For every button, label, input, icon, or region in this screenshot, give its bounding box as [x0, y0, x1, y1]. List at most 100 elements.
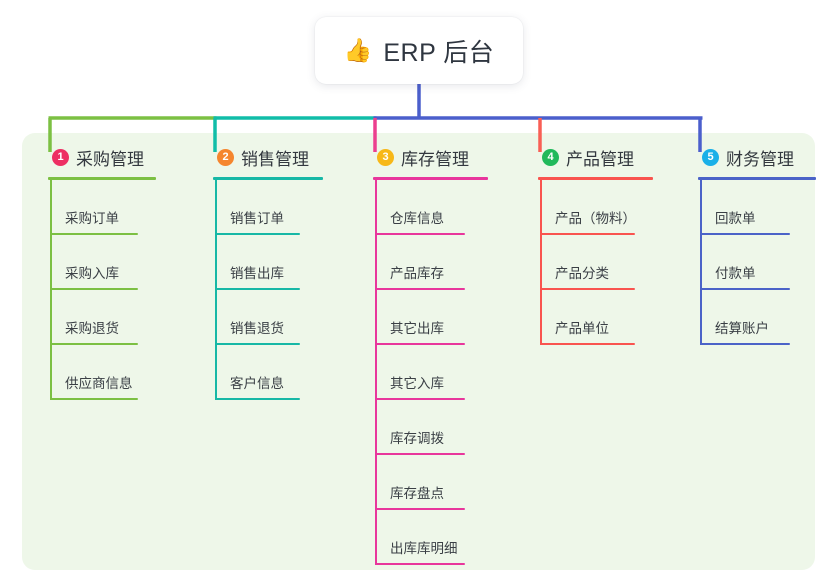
leaf-item-label: 客户信息	[230, 376, 284, 391]
root-node-card[interactable]: 👍 ERP 后台	[315, 17, 523, 84]
branch-header-rule	[48, 177, 156, 180]
branch-header-3[interactable]: 3 库存管理	[363, 145, 493, 169]
leaf-item-rule	[540, 288, 635, 290]
leaf-item-rule	[50, 288, 138, 290]
leaf-item-label: 库存调拨	[390, 431, 444, 446]
leaf-item-label: 销售退货	[230, 321, 284, 336]
leaf-item-label: 出库库明细	[390, 541, 458, 556]
branch-title: 销售管理	[241, 149, 309, 169]
branch-number-badge: 1	[52, 148, 69, 166]
leaf-item-label: 产品分类	[555, 266, 609, 281]
branch-trunk-line	[540, 180, 542, 345]
branch-item-list: 采购订单采购入库采购退货供应商信息	[38, 180, 168, 400]
branch-trunk-line	[700, 180, 702, 345]
branch-title: 库存管理	[401, 149, 469, 169]
branch-item-list: 回款单付款单结算账户	[688, 180, 818, 345]
branch-header-rule	[373, 177, 488, 180]
leaf-item-rule	[700, 343, 790, 345]
branch-header-4[interactable]: 4 产品管理	[528, 145, 663, 169]
leaf-item[interactable]: 产品单位	[528, 290, 663, 345]
leaf-item[interactable]: 付款单	[688, 235, 818, 290]
leaf-item-rule	[215, 343, 300, 345]
leaf-item-rule	[215, 288, 300, 290]
branch-trunk-line	[215, 180, 217, 400]
leaf-item-rule	[375, 453, 465, 455]
branch-item-list: 仓库信息产品库存其它出库其它入库库存调拨库存盘点出库库明细	[363, 180, 493, 565]
thumbs-up-icon: 👍	[343, 37, 373, 63]
branch-number-badge: 4	[542, 148, 559, 166]
leaf-item-rule	[215, 233, 300, 235]
root-node-title: ERP 后台	[383, 38, 495, 67]
leaf-item-label: 结算账户	[715, 321, 769, 336]
leaf-item-label: 采购订单	[65, 211, 119, 226]
leaf-item[interactable]: 回款单	[688, 180, 818, 235]
leaf-item[interactable]: 采购入库	[38, 235, 168, 290]
branch-header-1[interactable]: 1 采购管理	[38, 145, 168, 169]
branch-title: 产品管理	[566, 149, 634, 169]
leaf-item-rule	[50, 343, 138, 345]
leaf-item-label: 付款单	[715, 266, 756, 281]
branch-column-4: 4 产品管理产品（物料） 产品分类产品单位	[528, 145, 663, 345]
branch-column-3: 3 库存管理仓库信息产品库存其它出库其它入库库存调拨库存盘点出库库明细	[363, 145, 493, 565]
leaf-item[interactable]: 采购订单	[38, 180, 168, 235]
leaf-item[interactable]: 其它出库	[363, 290, 493, 345]
leaf-item[interactable]: 销售订单	[203, 180, 328, 235]
leaf-item-rule	[375, 508, 465, 510]
leaf-item-rule	[50, 398, 138, 400]
leaf-item[interactable]: 采购退货	[38, 290, 168, 345]
branch-item-list: 销售订单销售出库销售退货客户信息	[203, 180, 328, 400]
leaf-item-rule	[540, 233, 635, 235]
leaf-item[interactable]: 销售退货	[203, 290, 328, 345]
leaf-item[interactable]: 供应商信息	[38, 345, 168, 400]
leaf-item-label: 其它出库	[390, 321, 444, 336]
leaf-item-label: 回款单	[715, 211, 756, 226]
leaf-item-rule	[375, 343, 465, 345]
leaf-item-label: 采购退货	[65, 321, 119, 336]
leaf-item[interactable]: 产品库存	[363, 235, 493, 290]
leaf-item-label: 仓库信息	[390, 211, 444, 226]
leaf-item[interactable]: 库存调拨	[363, 400, 493, 455]
leaf-item-label: 产品（物料）	[555, 211, 636, 226]
leaf-item[interactable]: 库存盘点	[363, 455, 493, 510]
leaf-item[interactable]: 出库库明细	[363, 510, 493, 565]
branch-header-2[interactable]: 2 销售管理	[203, 145, 328, 169]
diagram-background-panel	[22, 133, 815, 570]
branch-column-1: 1 采购管理采购订单采购入库采购退货供应商信息	[38, 145, 168, 400]
leaf-item[interactable]: 产品分类	[528, 235, 663, 290]
leaf-item-label: 供应商信息	[65, 376, 133, 391]
branch-item-list: 产品（物料） 产品分类产品单位	[528, 180, 663, 345]
branch-title: 财务管理	[726, 149, 794, 169]
leaf-item-label: 其它入库	[390, 376, 444, 391]
branch-trunk-line	[375, 180, 377, 565]
leaf-item-rule	[375, 233, 465, 235]
leaf-item[interactable]: 仓库信息	[363, 180, 493, 235]
leaf-item-label: 库存盘点	[390, 486, 444, 501]
leaf-item[interactable]: 其它入库	[363, 345, 493, 400]
branch-trunk-line	[50, 180, 52, 400]
branch-column-2: 2 销售管理销售订单销售出库销售退货客户信息	[203, 145, 328, 400]
leaf-item-label: 销售出库	[230, 266, 284, 281]
leaf-item-rule	[50, 233, 138, 235]
leaf-item-rule	[700, 233, 790, 235]
branch-number-badge: 3	[377, 148, 394, 166]
leaf-item[interactable]: 产品（物料）	[528, 180, 663, 235]
leaf-item-rule	[375, 288, 465, 290]
leaf-item-rule	[540, 343, 635, 345]
leaf-item[interactable]: 销售出库	[203, 235, 328, 290]
leaf-item-rule	[215, 398, 300, 400]
leaf-item-label: 采购入库	[65, 266, 119, 281]
branch-number-badge: 2	[217, 148, 234, 166]
leaf-item-label: 产品单位	[555, 321, 609, 336]
leaf-item-rule	[375, 563, 465, 565]
leaf-item[interactable]: 客户信息	[203, 345, 328, 400]
branch-title: 采购管理	[76, 149, 144, 169]
leaf-item-rule	[700, 288, 790, 290]
leaf-item-rule	[375, 398, 465, 400]
leaf-item[interactable]: 结算账户	[688, 290, 818, 345]
branch-header-rule	[698, 177, 816, 180]
branch-header-rule	[213, 177, 323, 180]
leaf-item-label: 产品库存	[390, 266, 444, 281]
